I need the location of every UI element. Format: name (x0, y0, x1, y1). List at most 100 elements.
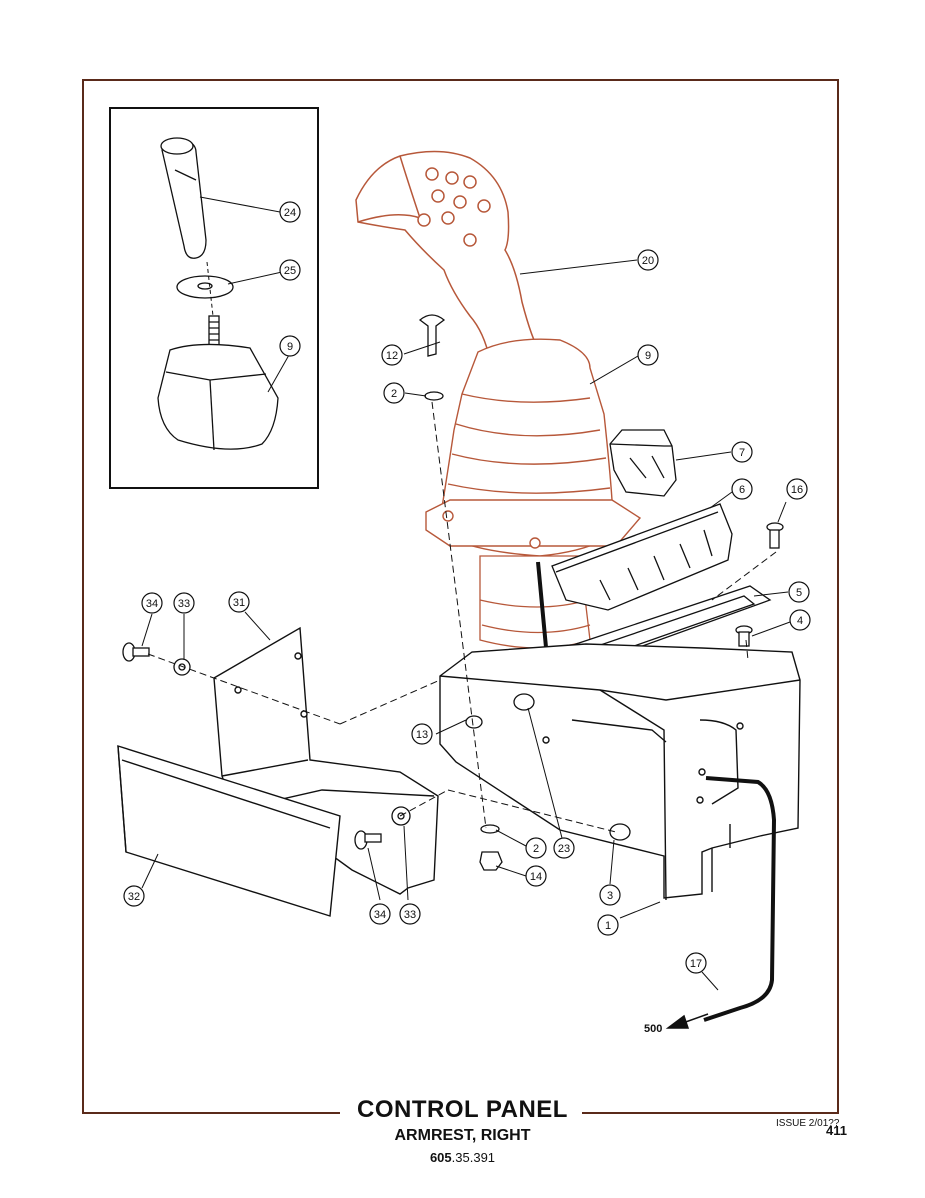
callout-number: 24 (284, 207, 296, 219)
callout-circle (599, 884, 621, 906)
callout-c33b: 33 (399, 903, 421, 925)
callout-c33a: 33 (173, 592, 195, 614)
callout-number: 20 (642, 255, 654, 267)
callout-c14: 14 (525, 865, 547, 887)
callout-circle (411, 723, 433, 745)
callout-c32: 32 (123, 885, 145, 907)
callout-circle (731, 441, 753, 463)
screws-right (735, 522, 784, 647)
callout-number: 12 (386, 350, 398, 362)
callout-c24: 24 (279, 201, 301, 223)
callout-circle (788, 581, 810, 603)
part-number: 605.35.391 (0, 1150, 925, 1165)
joystick-boot (425, 338, 642, 557)
callout-circle (399, 903, 421, 925)
callout-number: 25 (284, 265, 296, 277)
callout-number: 33 (178, 598, 190, 610)
callout-c4: 4 (789, 609, 811, 631)
page-title: CONTROL PANEL (357, 1096, 568, 1123)
callout-number: 34 (146, 598, 158, 610)
callout-number: 7 (739, 447, 745, 459)
callout-circle (279, 201, 301, 223)
callout-number: 13 (416, 729, 428, 741)
assembly-lines (147, 401, 777, 833)
hardware-center (418, 314, 631, 871)
callout-circle (369, 903, 391, 925)
callout-c2b: 2 (525, 837, 547, 859)
callout-number: 1 (605, 920, 611, 932)
inset-frame (109, 107, 319, 489)
callout-c31: 31 (228, 591, 250, 613)
callout-circle (789, 609, 811, 631)
callout-number: 3 (607, 890, 613, 902)
callout-circle (637, 249, 659, 271)
callout-c25: 25 (279, 259, 301, 281)
callout-number: 16 (791, 484, 803, 496)
inset-leaders (199, 196, 290, 393)
callout-circle (383, 382, 405, 404)
callout-c3: 3 (599, 884, 621, 906)
harness-17 (703, 776, 777, 1022)
callout-number: 6 (739, 484, 745, 496)
issue-stamp: ISSUE 2/01?? (776, 1118, 840, 1129)
callout-number: 23 (558, 843, 570, 855)
callout-circle (637, 344, 659, 366)
callout-c34b: 34 (369, 903, 391, 925)
callout-c7: 7 (731, 441, 753, 463)
callout-number: 9 (287, 341, 293, 353)
part-number-bold: 605 (429, 1150, 452, 1165)
callout-number: 33 (404, 909, 416, 921)
callout-number: 2 (533, 843, 539, 855)
callout-circle (553, 837, 575, 859)
callout-number: 17 (690, 958, 702, 970)
callout-c2a: 2 (383, 382, 405, 404)
callout-number: 34 (374, 909, 386, 921)
arrow-500-label: 500 (644, 1023, 662, 1035)
callout-c20: 20 (637, 249, 659, 271)
callout-number: 31 (233, 597, 245, 609)
callout-c16: 16 (786, 478, 808, 500)
callout-circle (279, 335, 301, 357)
main-leaders (141, 259, 791, 991)
callout-c5: 5 (788, 581, 810, 603)
callout-c34a: 34 (141, 592, 163, 614)
page-subtitle: ARMREST, RIGHT (394, 1127, 531, 1144)
callout-number: 9 (645, 350, 651, 362)
armrest-pad (117, 745, 341, 917)
arrow-500 (665, 1013, 709, 1029)
callout-circle (786, 478, 808, 500)
callout-circle (685, 952, 707, 974)
callout-c13: 13 (411, 723, 433, 745)
callout-c1: 1 (597, 914, 619, 936)
callout-circle (123, 885, 145, 907)
page-number: 411 (826, 1123, 847, 1138)
callout-number: 32 (128, 891, 140, 903)
callout-c12: 12 (381, 344, 403, 366)
callout-number: 4 (797, 615, 803, 627)
callout-circle (279, 259, 301, 281)
callout-circle (731, 478, 753, 500)
callout-circle (525, 837, 547, 859)
callout-circle (525, 865, 547, 887)
callout-number: 2 (391, 388, 397, 400)
inset-knob-assembly (157, 137, 279, 451)
callout-c9a: 9 (279, 335, 301, 357)
switch-panel (551, 503, 733, 611)
callout-c6: 6 (731, 478, 753, 500)
callout-c9b: 9 (637, 344, 659, 366)
callout-circle (381, 344, 403, 366)
callout-number: 14 (530, 871, 542, 883)
callout-circle (141, 592, 163, 614)
part-number-rest: .35.391 (451, 1150, 496, 1165)
rocker-switch (609, 429, 677, 497)
callout-c17: 17 (685, 952, 707, 974)
handle-buttons (417, 167, 491, 247)
callout-number: 5 (796, 587, 802, 599)
page-frame (82, 79, 839, 1114)
callout-circle (228, 591, 250, 613)
joystick-handle (355, 150, 542, 361)
callout-circle (597, 914, 619, 936)
callout-c23: 23 (553, 837, 575, 859)
